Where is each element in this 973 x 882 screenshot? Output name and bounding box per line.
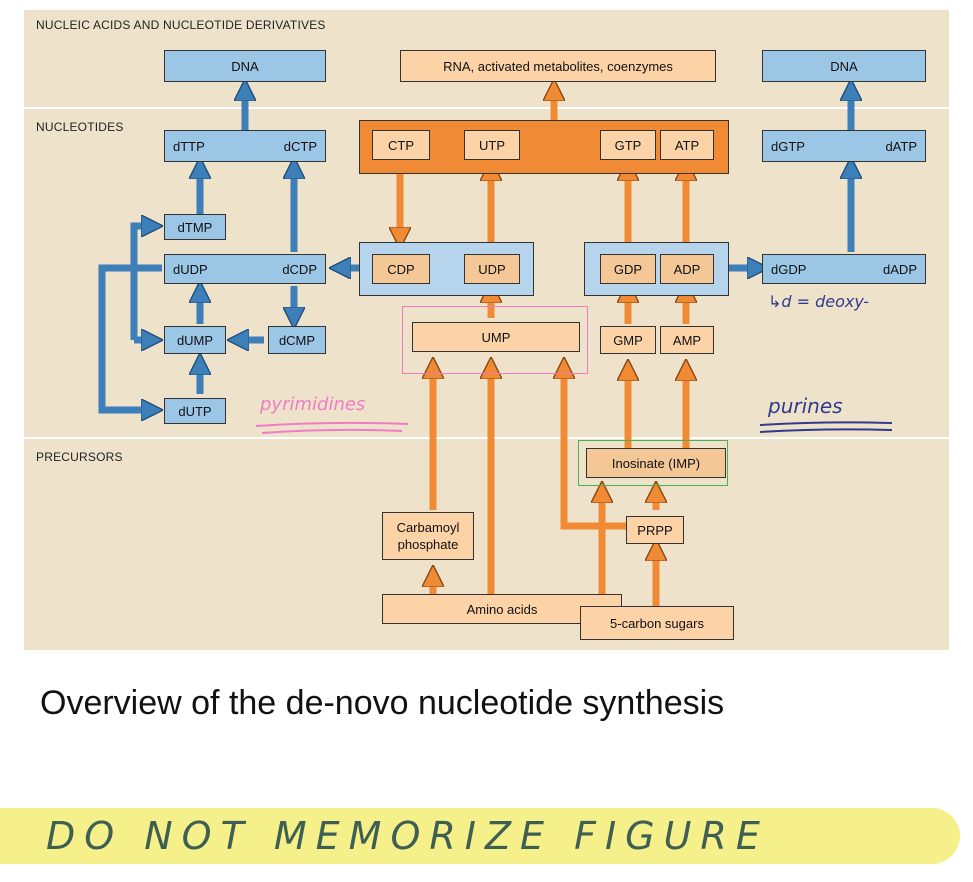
gdp-box: GDP [600, 254, 656, 284]
dgtp-label: dGTP [771, 138, 805, 154]
deoxy-note: ↳d = deoxy- [768, 292, 870, 311]
carbamoyl-label-1: Carbamoyl [396, 520, 460, 535]
section-divider [24, 107, 949, 109]
dump-box: dUMP [164, 326, 226, 354]
dna-box-right: DNA [762, 50, 926, 82]
figure-caption: Overview of the de-novo nucleotide synth… [40, 684, 725, 722]
pyrimidines-underline [255, 421, 409, 434]
gmp-box: GMP [600, 326, 656, 354]
ctp-box: CTP [372, 130, 430, 160]
dna-box-left: DNA [164, 50, 326, 82]
ump-box: UMP [412, 322, 580, 352]
dtmp-box: dTMP [164, 214, 226, 240]
dgdp-label: dGDP [771, 261, 807, 277]
purines-note: purines [768, 394, 843, 418]
dudp-dcdp-box: dUDP dCDP [164, 254, 326, 284]
udp-box: UDP [464, 254, 520, 284]
dutp-box: dUTP [164, 398, 226, 424]
imp-highlight-frame [578, 440, 728, 486]
prpp-box: PRPP [626, 516, 684, 544]
datp-label: dATP [885, 138, 917, 154]
dcmp-box: dCMP [268, 326, 326, 354]
section-label-nucleotides: NUCLEOTIDES [36, 120, 124, 134]
dcdp-label: dCDP [282, 261, 317, 277]
pathway-diagram: NUCLEIC ACIDS AND NUCLEOTIDE DERIVATIVES… [24, 10, 949, 650]
ump-highlight-frame [402, 306, 588, 374]
section-label-nucleic-acids: NUCLEIC ACIDS AND NUCLEOTIDE DERIVATIVES [36, 18, 326, 32]
utp-box: UTP [464, 130, 520, 160]
note-text: DO NOT MEMORIZE FIGURE [46, 814, 769, 858]
dttp-dctp-box: dTTP dCTP [164, 130, 326, 162]
dudp-label: dUDP [173, 261, 208, 277]
rna-box: RNA, activated metabolites, coenzymes [400, 50, 716, 82]
section-divider [24, 437, 949, 439]
dadp-label: dADP [883, 261, 917, 277]
pyrimidines-note: pyrimidines [260, 394, 366, 415]
section-label-precursors: PRECURSORS [36, 450, 123, 464]
carbamoyl-label-2: phosphate [397, 537, 459, 552]
amp-box: AMP [660, 326, 714, 354]
dgtp-datp-box: dGTP dATP [762, 130, 926, 162]
atp-box: ATP [660, 130, 714, 160]
gtp-box: GTP [600, 130, 656, 160]
highlight-note: DO NOT MEMORIZE FIGURE [0, 806, 973, 868]
imp-box: Inosinate (IMP) [586, 448, 726, 478]
purines-underline [759, 421, 893, 433]
highlighter-stroke [0, 808, 960, 864]
sugars-box: 5-carbon sugars [580, 606, 734, 640]
carbamoyl-phosphate-box: Carbamoyl phosphate [382, 512, 474, 560]
arrow-dudp-to-dtmp [130, 226, 162, 272]
dctp-label: dCTP [283, 138, 317, 154]
dgdp-dadp-box: dGDP dADP [762, 254, 926, 284]
adp-box: ADP [660, 254, 714, 284]
dttp-label: dTTP [173, 138, 205, 154]
arrow-prpp-to-ump [564, 368, 628, 530]
cdp-box: CDP [372, 254, 430, 284]
